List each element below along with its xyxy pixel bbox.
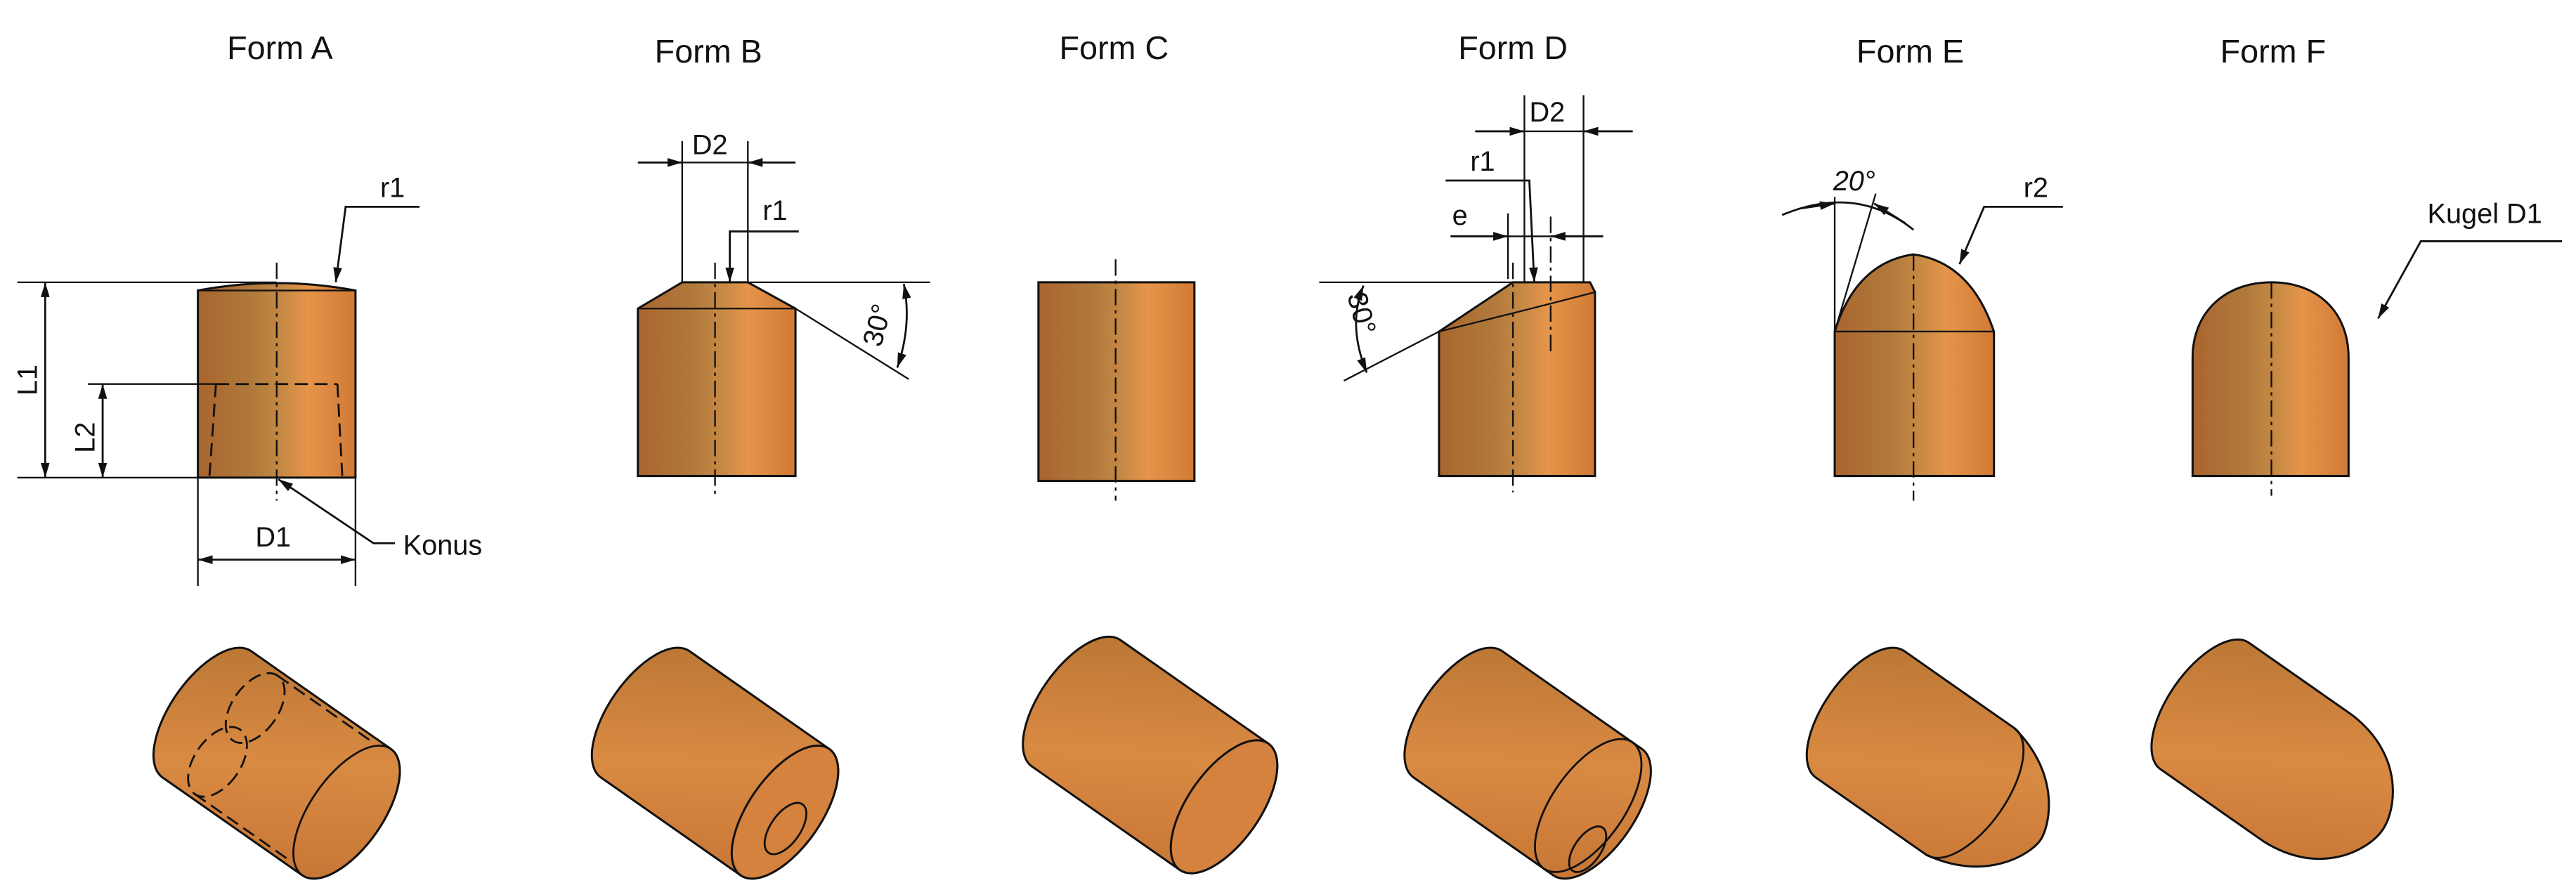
angle-label: 30° [857,301,898,349]
form-e-iso-view [1805,646,2050,868]
r2-leader [1958,205,2063,265]
form-d-title: Form D [1458,30,1568,66]
r2-label: r2 [2024,172,2048,203]
konus-leader [278,478,395,544]
form-c-title: Form C [1059,30,1169,66]
r1-label: r1 [762,195,787,226]
l2-label: L2 [70,422,100,453]
form-b-side-view [637,281,797,478]
l1-label: L1 [13,365,44,395]
form-b: Form B D2 r1 30° [637,33,930,496]
r1-label: r1 [380,172,405,203]
form-f: Form F Kugel D1 [2191,33,2563,496]
d1-label: D1 [255,522,291,553]
form-a-title: Form A [227,30,333,66]
form-e: Form E 20° r2 [1781,33,2063,501]
d2-label: D2 [1529,97,1565,128]
r1-leader [725,230,799,282]
angle-arc [896,283,911,368]
r1-leader [1445,179,1538,282]
angle-label: 30° [1341,289,1381,337]
e-label: e [1452,200,1468,231]
form-b-iso-view [590,646,840,880]
form-d: Form D 30° D2 r1 e [1319,30,1633,492]
form-e-title: Form E [1856,33,1964,70]
form-b-title: Form B [655,33,762,70]
form-a-iso-view [152,646,401,880]
r1-label: r1 [1470,146,1495,177]
form-f-title: Form F [2220,33,2327,70]
angle-label: 20° [1833,166,1875,197]
angle-arc [1353,285,1368,373]
kugel-leader [2377,240,2563,319]
form-c-iso-view [1022,635,1279,875]
form-f-iso-view [2150,638,2394,861]
d2-label: D2 [692,130,728,161]
form-a: Form A L1 L2 D1 r1 Konus [13,30,483,587]
form-d-iso-view [1403,646,1652,880]
konus-label: Konus [403,530,483,561]
kugel-label: Kugel D1 [2427,199,2542,230]
form-c: Form C [1037,30,1196,501]
r1-leader [333,205,420,283]
